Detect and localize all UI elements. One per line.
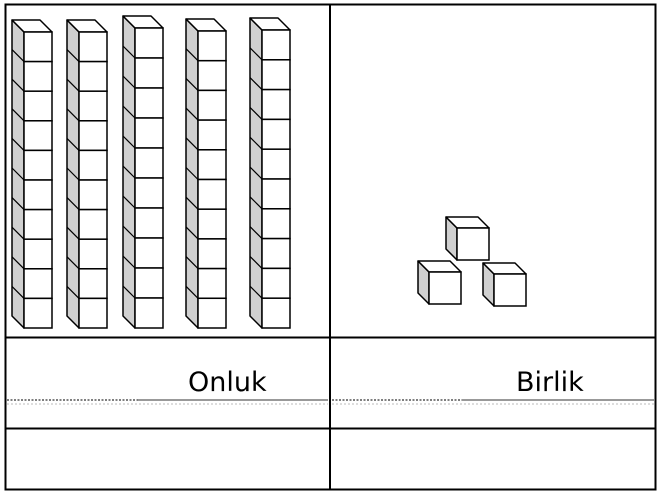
unit-cube-face	[197, 59, 227, 92]
unit-cube-face	[23, 60, 53, 92]
unit-cube-face	[23, 90, 53, 122]
unit-cube-face	[197, 149, 227, 181]
table-grid	[4, 3, 657, 491]
unit-cube-face	[197, 297, 227, 329]
ones-cubes-group	[417, 216, 527, 307]
unit-cube-face	[134, 177, 164, 209]
ones-cube	[417, 260, 462, 305]
unit-cube-face	[197, 238, 227, 270]
unit-cube-face	[261, 118, 291, 150]
unit-cube-face	[78, 120, 108, 152]
unit-cube-face	[261, 237, 291, 270]
unit-cube-face	[261, 267, 291, 299]
unit-cube-face	[134, 27, 164, 59]
unit-cube-face	[23, 268, 53, 300]
unit-cube-face	[197, 119, 227, 151]
unit-cube-face	[78, 90, 108, 122]
unit-cube-face	[78, 208, 108, 240]
unit-cube-face	[78, 268, 108, 300]
unit-cube-face	[23, 149, 53, 181]
unit-cube-face	[134, 147, 164, 179]
tens-rods-group	[11, 15, 291, 329]
unit-cube-face	[261, 88, 291, 121]
unit-cube-face	[78, 31, 108, 63]
tens-rod	[66, 19, 108, 329]
unit-cube-face	[134, 117, 164, 149]
tens-rod	[11, 19, 53, 329]
unit-cube-face	[78, 60, 108, 92]
unit-cube-face	[197, 208, 227, 240]
unit-cube-face	[23, 297, 53, 329]
unit-cube-face	[78, 179, 108, 211]
ones-label: Birlik	[516, 367, 584, 398]
unit-cube-face	[134, 297, 164, 329]
unit-cube-face	[134, 57, 164, 89]
unit-cube-face	[197, 267, 227, 300]
unit-cube-face	[197, 178, 227, 210]
ones-cube	[482, 262, 527, 307]
unit-cube-face	[197, 30, 227, 62]
unit-cube-face	[261, 297, 291, 329]
tens-rod	[249, 17, 291, 329]
unit-cube-face	[134, 267, 164, 299]
unit-cube-face	[78, 238, 108, 270]
unit-cube-face	[78, 297, 108, 329]
unit-cube-face	[261, 148, 291, 180]
unit-cube-face	[23, 179, 53, 211]
unit-cube-face	[134, 237, 164, 269]
unit-cube-face	[23, 208, 53, 240]
unit-cube-face	[261, 59, 291, 91]
unit-cube-face	[261, 29, 291, 61]
unit-cube-face	[78, 149, 108, 181]
tens-rod	[185, 18, 227, 329]
unit-cube-face	[134, 87, 164, 119]
unit-cube-face	[23, 238, 53, 270]
tens-writing-line	[7, 399, 328, 405]
unit-cube-face	[23, 120, 53, 152]
unit-cube-face	[261, 208, 291, 240]
unit-cube-face	[261, 178, 291, 210]
ones-writing-line	[332, 399, 654, 405]
unit-cube-face	[134, 207, 164, 239]
unit-cube-face	[23, 31, 53, 63]
unit-cube-face	[197, 89, 227, 121]
tens-rod	[122, 15, 164, 329]
tens-label: Onluk	[188, 367, 267, 398]
ones-cube	[445, 216, 490, 261]
